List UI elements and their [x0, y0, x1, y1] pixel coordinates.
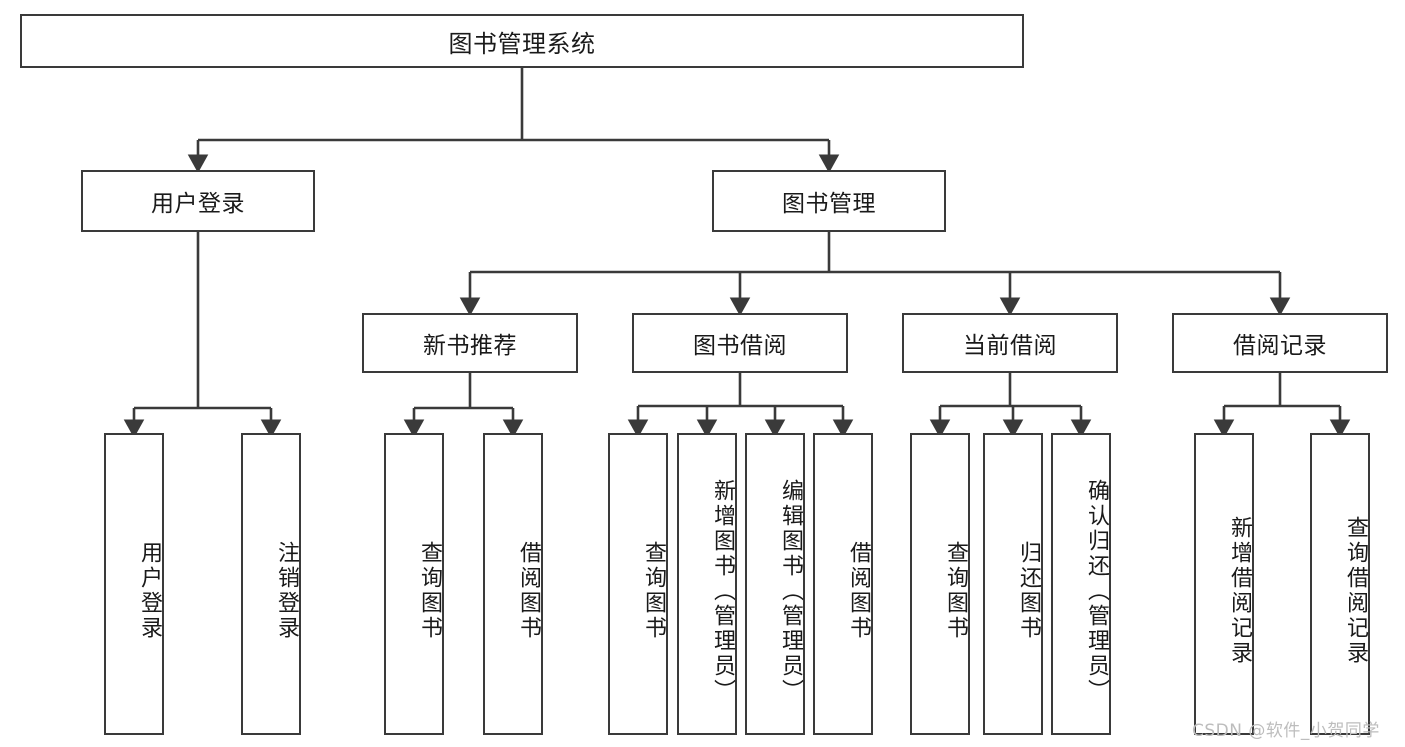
node-new-book-recommend[interactable]: 新书推荐: [362, 313, 578, 373]
node-user-login-label: 用户登录: [151, 191, 245, 217]
leaf-node[interactable]: 查询借阅记录: [1310, 433, 1370, 735]
leaf-node[interactable]: 确认归还（管理员）: [1051, 433, 1111, 735]
leaf-node[interactable]: 借阅图书: [813, 433, 873, 735]
node-root-label: 图书管理系统: [448, 29, 596, 58]
leaf-node[interactable]: 查询图书: [384, 433, 444, 735]
node-user-login[interactable]: 用户登录: [81, 170, 315, 232]
leaf-node-label: 借阅图书: [846, 541, 871, 641]
leaf-node-label: 借阅图书: [516, 541, 541, 641]
leaf-node-label: 归还图书: [1016, 541, 1041, 641]
leaf-node-label: 查询图书: [943, 541, 968, 641]
leaf-node[interactable]: 编辑图书（管理员）: [745, 433, 805, 735]
leaf-node-label: 新增图书（管理员）: [710, 478, 735, 704]
node-borrow-record[interactable]: 借阅记录: [1172, 313, 1388, 373]
leaf-node[interactable]: 查询图书: [608, 433, 668, 735]
leaf-node[interactable]: 查询图书: [910, 433, 970, 735]
node-current-borrow[interactable]: 当前借阅: [902, 313, 1118, 373]
leaf-node[interactable]: 新增借阅记录: [1194, 433, 1254, 735]
leaf-node-label: 注销登录: [274, 541, 299, 641]
leaf-node-label: 确认归还（管理员）: [1084, 478, 1109, 704]
leaf-node[interactable]: 借阅图书: [483, 433, 543, 735]
leaf-node-label: 用户登录: [137, 541, 162, 641]
node-book-management-label: 图书管理: [782, 191, 876, 217]
node-borrow-record-label: 借阅记录: [1233, 333, 1327, 359]
leaf-node-label: 查询图书: [417, 541, 442, 641]
leaf-node[interactable]: 用户登录: [104, 433, 164, 735]
csdn-watermark: CSDN @软件_小贺同学: [1192, 721, 1380, 741]
leaf-node[interactable]: 注销登录: [241, 433, 301, 735]
leaf-node[interactable]: 新增图书（管理员）: [677, 433, 737, 735]
leaf-node-label: 查询图书: [641, 541, 666, 641]
leaf-node-label: 查询借阅记录: [1343, 516, 1368, 666]
node-current-borrow-label: 当前借阅: [963, 333, 1057, 359]
leaf-node-label: 编辑图书（管理员）: [778, 478, 803, 704]
node-new-book-recommend-label: 新书推荐: [423, 333, 517, 359]
leaf-node-label: 新增借阅记录: [1227, 516, 1252, 666]
node-book-borrow[interactable]: 图书借阅: [632, 313, 848, 373]
node-root[interactable]: 图书管理系统: [20, 14, 1024, 68]
node-book-management[interactable]: 图书管理: [712, 170, 946, 232]
leaf-node[interactable]: 归还图书: [983, 433, 1043, 735]
node-book-borrow-label: 图书借阅: [693, 333, 787, 359]
